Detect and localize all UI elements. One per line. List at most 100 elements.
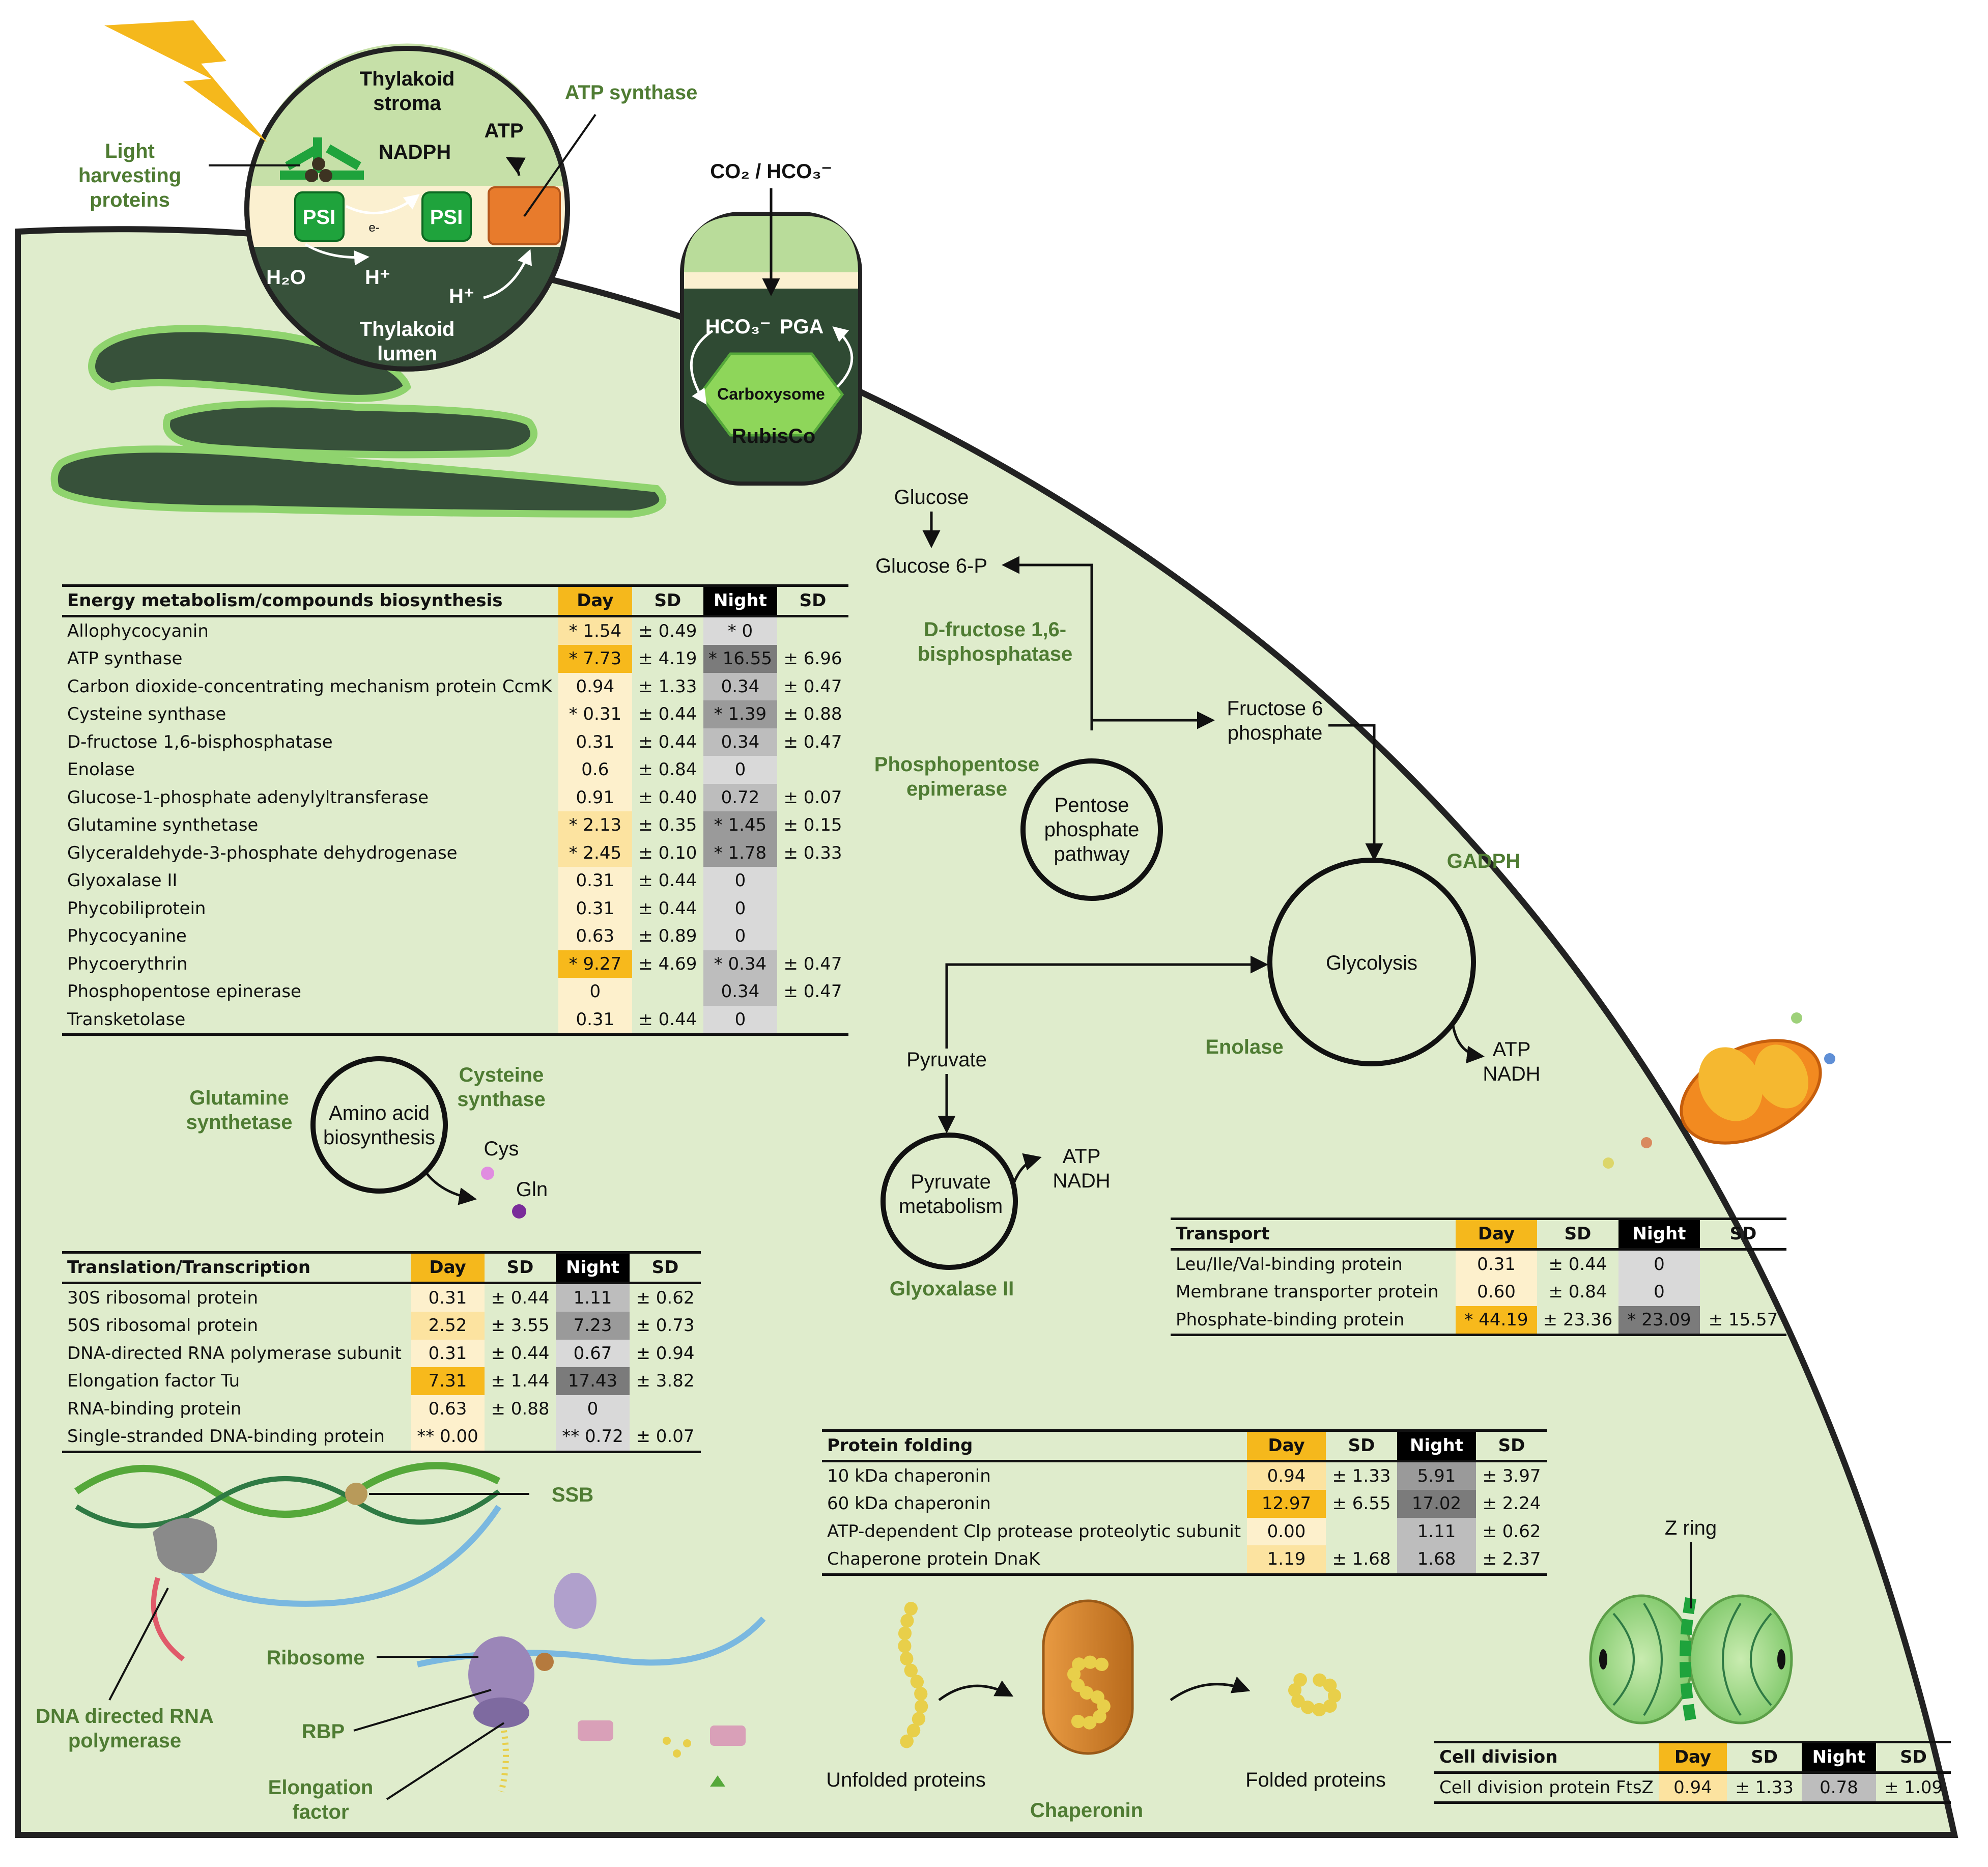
day-sd-cell: ± 0.84 bbox=[638, 759, 697, 780]
night-value-cell: 1.11 bbox=[1397, 1517, 1476, 1545]
night-sd-cell: ± 0.47 bbox=[783, 676, 842, 697]
chaperonin-icon bbox=[1042, 1599, 1134, 1755]
protein-name-cell: Elongation factor Tu bbox=[67, 1371, 240, 1391]
protein-name-cell: Phosphopentose epinerase bbox=[67, 981, 301, 1002]
night-sd-cell bbox=[777, 895, 848, 923]
night-value-cell: 0 bbox=[703, 922, 777, 950]
protein-name-cell: D-fructose 1,6-bisphosphatase bbox=[67, 731, 333, 752]
protein-name-cell: Glyceraldehyde-3-phosphate dehydrogenase bbox=[67, 842, 458, 863]
protein-name-cell: Single-stranded DNA-binding protein bbox=[67, 1426, 385, 1447]
night-value-cell: * 0 bbox=[703, 616, 777, 645]
day-value-cell: 7.31 bbox=[411, 1367, 485, 1395]
night-sd-cell: ± 0.62 bbox=[1482, 1521, 1541, 1542]
protein-name-cell: Chaperone protein DnaK bbox=[827, 1549, 1040, 1569]
day-value-cell: * 7.73 bbox=[558, 645, 632, 673]
carboxysome-label: Carboxysome bbox=[717, 385, 825, 403]
table-row: Phycoerythrin* 9.27± 4.69* 0.34± 0.47 bbox=[62, 950, 848, 978]
protein-name-cell: Carbon dioxide-concentrating mechanism p… bbox=[67, 676, 552, 697]
day-value-cell: 1.19 bbox=[1247, 1545, 1326, 1574]
protein-name-cell: Transketolase bbox=[67, 1009, 186, 1030]
night-value-cell: ** 0.72 bbox=[556, 1423, 630, 1452]
night-value-cell: 0.67 bbox=[556, 1339, 630, 1367]
day-value-cell: * 2.13 bbox=[558, 811, 632, 839]
cell-division-illustration: Z ring bbox=[1589, 1517, 1793, 1724]
day-header: Day bbox=[411, 1252, 485, 1283]
day-value-cell: * 9.27 bbox=[558, 950, 632, 978]
sd-header: SD bbox=[1498, 1435, 1525, 1456]
night-value-cell: 0.34 bbox=[703, 978, 777, 1006]
protein-name-cell: Phycoerythrin bbox=[67, 953, 188, 974]
table-title: Translation/Transcription bbox=[67, 1257, 311, 1278]
day-value-cell: * 0.31 bbox=[558, 700, 632, 728]
table-row: Glucose-1-phosphate adenylyltransferase 0… bbox=[62, 783, 848, 811]
night-value-cell: 17.43 bbox=[556, 1367, 630, 1395]
nadph-label: NADPH bbox=[379, 141, 451, 163]
day-value-cell: 0 bbox=[558, 978, 632, 1006]
glucose-label: Glucose bbox=[894, 486, 969, 508]
z-ring-icon bbox=[1680, 1597, 1696, 1721]
day-header: Day bbox=[558, 585, 632, 616]
atp-label: ATP bbox=[484, 120, 523, 142]
day-value-cell: 0.91 bbox=[558, 783, 632, 811]
night-header: Night bbox=[703, 585, 777, 616]
glycolysis-circle bbox=[1267, 858, 1476, 1066]
protein-name-cell: Membrane transporter protein bbox=[1176, 1282, 1439, 1302]
gln-label: Gln bbox=[516, 1178, 548, 1201]
chaperonin-illustration: Unfolded proteins Chaperonin Folded prot… bbox=[826, 1599, 1386, 1822]
ssb-label: SSB bbox=[552, 1484, 593, 1506]
ribosome-icon bbox=[468, 1636, 534, 1713]
folded-proteins-label: Folded proteins bbox=[1245, 1769, 1386, 1791]
day-sd-cell: ± 4.19 bbox=[638, 648, 697, 669]
table-row: Carbon dioxide-concentrating mechanism p… bbox=[62, 672, 848, 700]
night-sd-cell: ± 0.47 bbox=[783, 981, 842, 1002]
day-value-cell: 0.31 bbox=[558, 867, 632, 895]
night-value-cell: 5.91 bbox=[1397, 1461, 1476, 1490]
membrane-transporter-icon bbox=[1603, 1012, 1835, 1169]
table-row: Glyceraldehyde-3-phosphate dehydrogenase… bbox=[62, 839, 848, 867]
rna-polymerase-icon bbox=[153, 1518, 217, 1574]
protein-name-cell: Enolase bbox=[67, 759, 135, 780]
day-sd-cell: ± 6.55 bbox=[1332, 1493, 1391, 1514]
day-sd-cell bbox=[485, 1423, 556, 1452]
day-sd-cell: ± 1.44 bbox=[491, 1371, 550, 1391]
protein-name-cell: Allophycocyanin bbox=[67, 620, 209, 641]
night-value-cell: 7.23 bbox=[556, 1312, 630, 1340]
sd-header: SD bbox=[1564, 1224, 1592, 1244]
amino-acid-circle bbox=[310, 1056, 448, 1194]
day-sd-cell: ± 0.84 bbox=[1548, 1282, 1607, 1302]
h2o-label: H₂O bbox=[266, 266, 306, 289]
psi-complex-1 bbox=[294, 191, 345, 242]
protein-name-cell: Leu/Ile/Val-binding protein bbox=[1176, 1254, 1403, 1275]
night-value-cell: 0.34 bbox=[703, 728, 777, 756]
day-sd-cell: ± 0.44 bbox=[638, 1009, 697, 1030]
night-sd-cell bbox=[777, 922, 848, 950]
day-value-cell: 12.97 bbox=[1247, 1490, 1326, 1518]
night-sd-cell: ± 2.24 bbox=[1482, 1493, 1541, 1514]
day-sd-cell: ± 0.35 bbox=[638, 815, 697, 835]
psi-label-2: PSI bbox=[430, 206, 463, 229]
protein-name-cell: Cysteine synthase bbox=[67, 704, 226, 724]
energy-metabolism-table: Energy metabolism/compounds biosynthesis… bbox=[62, 584, 848, 1036]
day-sd-cell: ± 4.69 bbox=[638, 953, 697, 974]
cell-division-table: Cell division Day SD Night SD Cell divis… bbox=[1434, 1741, 1951, 1804]
night-value-cell: 0.72 bbox=[703, 783, 777, 811]
chaperonin-label: Chaperonin bbox=[1030, 1799, 1143, 1822]
day-value-cell: * 2.45 bbox=[558, 839, 632, 867]
night-sd-cell bbox=[777, 867, 848, 895]
protein-name-cell: Glucose-1-phosphate adenylyltransferase bbox=[67, 787, 429, 808]
day-sd-cell: ± 0.88 bbox=[491, 1398, 550, 1419]
day-sd-cell: ± 0.44 bbox=[638, 704, 697, 724]
